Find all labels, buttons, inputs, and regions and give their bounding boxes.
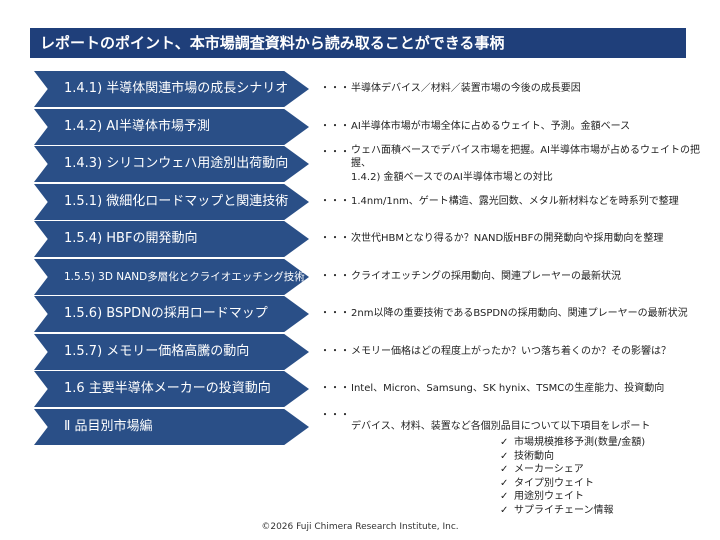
leader-dots: ・・・: [320, 233, 350, 245]
section-description: ・・・ 2nm以降の重要技術であるBSPDNの採用動向、関連プレーヤーの最新状況: [320, 296, 700, 332]
description-text: 半導体デバイス／材料／装置市場の今後の成長要因: [351, 83, 581, 95]
checklist-item-label: サプライチェーン情報: [514, 504, 614, 516]
leader-dots: ・・・: [320, 147, 350, 158]
section-label: 1.5.6) BSPDNの採用ロードマップ: [64, 306, 268, 321]
list-item: 1.4.3) シリコンウェハ用途別出荷動向 ・・・ ウェハ面積ベースでデバイス市…: [34, 145, 700, 183]
copyright-footer: ©2026 Fuji Chimera Research Institute, I…: [261, 522, 459, 532]
section-description: ・・・ クライオエッチングの採用動向、関連プレーヤーの最新状況: [320, 259, 700, 295]
list-item: 1.5.1) 微細化ロードマップと関連技術 ・・・ 1.4nm/1nm、ゲート構…: [34, 184, 694, 220]
description-text: デバイス、材料、装置など各個別品目について以下項目をレポート: [351, 421, 651, 433]
section-label: 1.5.5) 3D NAND多層化とクライオエッチング技術: [64, 271, 305, 283]
leader-dots: ・・・: [320, 346, 350, 358]
list-item: 1.6 主要半導体メーカーの投資動向 ・・・ Intel、Micron、Sams…: [34, 371, 694, 407]
section-description: ・・・ デバイス、材料、装置など各個別品目について以下項目をレポート: [320, 409, 700, 445]
leader-dots: ・・・: [320, 410, 350, 421]
description-text: ウェハ面積ベースでデバイス市場を把握。AI半導体市場が占めるウェイトの把握、 1…: [351, 144, 700, 183]
leader-dots: ・・・: [320, 271, 350, 283]
arrow-banner: [34, 371, 309, 407]
section-label: 1.4.3) シリコンウェハ用途別出荷動向: [64, 156, 289, 171]
report-items-checklist: ✓ 市場規模推移予測(数量/金額) ✓ 技術動向 ✓ メーカーシェア ✓ タイプ別ウェイ…: [500, 436, 645, 518]
arrow-banner: [34, 109, 309, 145]
section-description: ・・・ メモリー価格はどの程度上がったか？いつ落ち着くのか？その影響は？: [320, 334, 700, 370]
checklist-item: ✓ 市場規模推移予測(数量/金額): [500, 436, 645, 450]
section-label: 1.6 主要半導体メーカーの投資動向: [64, 381, 271, 396]
check-icon: ✓: [500, 504, 509, 516]
checklist-item-label: 市場規模推移予測(数量/金額): [514, 437, 646, 448]
checklist-item: ✓ サプライチェーン情報: [500, 504, 645, 518]
checklist-item: ✓ メーカーシェア: [500, 463, 645, 477]
description-text: クライオエッチングの採用動向、関連プレーヤーの最新状況: [351, 271, 621, 283]
check-icon: ✓: [500, 437, 509, 448]
checklist-item: ✓ 技術動向: [500, 450, 645, 464]
list-item: 1.4.1) 半導体関連市場の成長シナリオ ・・・ 半導体デバイス／材料／装置市…: [34, 71, 694, 107]
description-text: AI半導体市場が市場全体に占めるウェイト、予測。金額ベース: [351, 121, 631, 133]
description-text: 1.4nm/1nm、ゲート構造、露光回数、メタル新材料などを時系列で整理: [351, 196, 679, 208]
section-description: ・・・ Intel、Micron、Samsung、SK hynix、TSMCの生…: [320, 371, 700, 407]
leader-dots: ・・・: [320, 308, 350, 320]
check-icon: ✓: [500, 477, 509, 489]
arrow-banner: [34, 334, 309, 370]
checklist-item-label: メーカーシェア: [514, 464, 584, 476]
list-item: 1.5.5) 3D NAND多層化とクライオエッチング技術 ・・・ クライオエッ…: [34, 259, 694, 295]
arrow-banner: [34, 221, 309, 257]
list-item: Ⅱ 品目別市場編 ・・・ デバイス、材料、装置など各個別品目について以下項目をレ…: [34, 409, 694, 445]
checklist-item: ✓ 用途別ウェイト: [500, 490, 645, 504]
section-description: ・・・ 1.4nm/1nm、ゲート構造、露光回数、メタル新材料などを時系列で整理: [320, 184, 700, 220]
section-description: ・・・ ウェハ面積ベースでデバイス市場を把握。AI半導体市場が占めるウェイトの把…: [320, 144, 700, 183]
section-label: Ⅱ 品目別市場編: [64, 419, 153, 434]
checklist-item: ✓ タイプ別ウェイト: [500, 477, 645, 491]
description-text: Intel、Micron、Samsung、SK hynix、TSMCの生産能力、…: [351, 383, 665, 395]
checklist-item-label: 用途別ウェイト: [514, 491, 584, 503]
section-label: 1.5.4) HBFの開発動向: [64, 231, 198, 246]
arrow-banner: [34, 71, 309, 107]
checklist-item-label: 技術動向: [514, 450, 554, 462]
list-item: 1.5.4) HBFの開発動向 ・・・ 次世代HBMとなり得るか？NAND版HB…: [34, 221, 694, 257]
section-label: 1.4.1) 半導体関連市場の成長シナリオ: [64, 81, 289, 96]
arrow-banner: [34, 184, 309, 220]
list-item: 1.4.2) AI半導体市場予測 ・・・ AI半導体市場が市場全体に占めるウェイ…: [34, 109, 694, 145]
section-description: ・・・ 次世代HBMとなり得るか？NAND版HBFの開発動向や採用動向を整理: [320, 221, 700, 257]
section-description: ・・・ AI半導体市場が市場全体に占めるウェイト、予測。金額ベース: [320, 109, 700, 145]
check-icon: ✓: [500, 464, 509, 476]
arrow-banner: [34, 409, 309, 445]
check-icon: ✓: [500, 450, 509, 462]
check-icon: ✓: [500, 491, 509, 503]
arrow-banner: [34, 296, 309, 332]
leader-dots: ・・・: [320, 83, 350, 95]
section-label: 1.4.2) AI半導体市場予測: [64, 119, 211, 134]
arrow-banner: [34, 259, 309, 295]
page-title: レポートのポイント、本市場調査資料から読み取ることができる事柄: [30, 28, 686, 58]
description-text: メモリー価格はどの程度上がったか？いつ落ち着くのか？その影響は？: [351, 346, 671, 358]
section-description: ・・・ 半導体デバイス／材料／装置市場の今後の成長要因: [320, 71, 700, 107]
description-text: 2nm以降の重要技術であるBSPDNの採用動向、関連プレーヤーの最新状況: [351, 308, 688, 320]
description-text: 次世代HBMとなり得るか？NAND版HBFの開発動向や採用動向を整理: [351, 233, 664, 245]
arrow-banner: [34, 146, 309, 182]
leader-dots: ・・・: [320, 383, 350, 395]
list-item: 1.5.6) BSPDNの採用ロードマップ ・・・ 2nm以降の重要技術であるB…: [34, 296, 694, 332]
section-label: 1.5.7) メモリー価格高騰の動向: [64, 344, 250, 359]
leader-dots: ・・・: [320, 121, 350, 133]
leader-dots: ・・・: [320, 196, 350, 208]
list-item: 1.5.7) メモリー価格高騰の動向 ・・・ メモリー価格はどの程度上がったか？…: [34, 334, 694, 370]
section-label: 1.5.1) 微細化ロードマップと関連技術: [64, 194, 289, 209]
checklist-item-label: タイプ別ウェイト: [514, 477, 594, 489]
